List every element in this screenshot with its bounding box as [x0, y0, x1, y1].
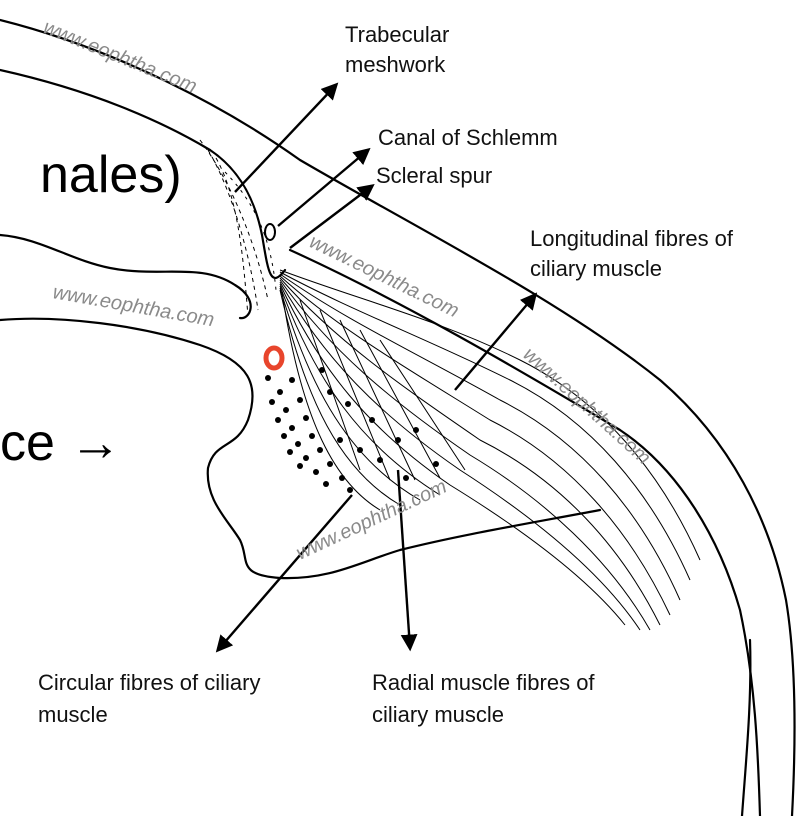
- trabecular-arrow: [235, 85, 336, 192]
- highlight-ring: [266, 348, 282, 368]
- watermark-3: www.eophtha.com: [306, 231, 463, 322]
- watermark-4: www.eophtha.com: [293, 476, 450, 565]
- label-longitudinal-line2: ciliary muscle: [530, 256, 662, 281]
- canal-arrow: [278, 150, 368, 226]
- label-trabecular-line1: Trabecular: [345, 22, 449, 47]
- label-canal-of-schlemm: Canal of Schlemm: [378, 125, 558, 150]
- label-circular-line1: Circular fibres of ciliary: [38, 670, 261, 695]
- circular-fibres: [265, 367, 439, 493]
- canal-of-schlemm: [265, 224, 275, 240]
- label-radial-line1: Radial muscle fibres of: [372, 670, 595, 695]
- label-scleral-spur: Scleral spur: [376, 163, 492, 188]
- background-text-mid: ce →: [0, 414, 121, 472]
- background-text-top: nales): [40, 146, 182, 204]
- longitudinal-arrow: [455, 295, 535, 390]
- watermark-2: www.eophtha.com: [51, 281, 216, 331]
- label-longitudinal-line1: Longitudinal fibres of: [530, 226, 734, 251]
- label-radial-line2: ciliary muscle: [372, 702, 504, 727]
- label-trabecular-line2: meshwork: [345, 52, 446, 77]
- label-circular-line2: muscle: [38, 702, 108, 727]
